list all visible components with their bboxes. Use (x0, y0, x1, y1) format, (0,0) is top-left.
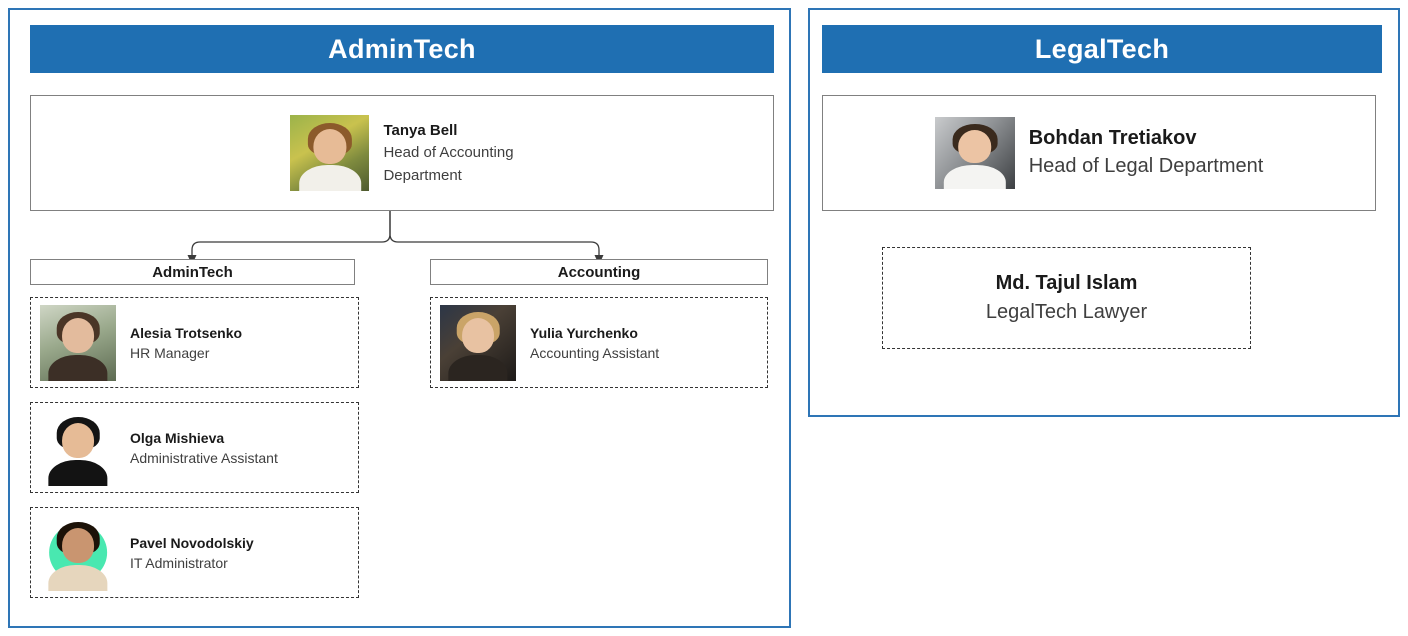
person-name: Pavel Novodolskiy (130, 534, 254, 551)
person-name: Md. Tajul Islam (995, 272, 1138, 294)
person-name: Yulia Yurchenko (530, 324, 638, 341)
person-title: Administrative Assistant (130, 449, 278, 466)
yulia-yurchenko-photo (440, 304, 516, 381)
person-title-line-1: Head of Accounting (383, 143, 514, 161)
person-info-tanya-bell: Tanya Bell Head of Accounting Department (383, 120, 513, 187)
panel-title-admintech: AdminTech (30, 25, 774, 73)
person-title: Accounting Assistant (530, 344, 660, 361)
person-card-pavel-novodolskiy[interactable]: Pavel Novodolskiy IT Administrator (30, 507, 359, 598)
person-card-tanya-bell[interactable]: Tanya Bell Head of Accounting Department (30, 95, 774, 211)
person-name: Alesia Trotsenko (130, 324, 243, 341)
department-header-admintech[interactable]: AdminTech (30, 259, 355, 285)
person-name: Tanya Bell (383, 121, 458, 139)
pavel-novodolskiy-photo (40, 514, 116, 591)
person-title: IT Administrator (130, 554, 228, 571)
person-info-pavel-novodolskiy: Pavel Novodolskiy IT Administrator (130, 533, 254, 573)
person-card-yulia-yurchenko[interactable]: Yulia Yurchenko Accounting Assistant (430, 297, 768, 388)
person-title: Head of Legal Department (1028, 155, 1264, 177)
person-name: Bohdan Tretiakov (1028, 127, 1197, 149)
person-info-alesia-trotsenko: Alesia Trotsenko HR Manager (130, 323, 242, 363)
olga-mishieva-photo (40, 409, 116, 486)
person-card-md-tajul-islam[interactable]: Md. Tajul Islam LegalTech Lawyer (882, 247, 1251, 349)
person-card-alesia-trotsenko[interactable]: Alesia Trotsenko HR Manager (30, 297, 359, 388)
bohdan-tretiakov-photo (934, 117, 1015, 189)
department-header-accounting[interactable]: Accounting (430, 259, 768, 285)
tanya-bell-photo (290, 115, 370, 191)
alesia-trotsenko-photo (40, 304, 116, 381)
person-name: Olga Mishieva (130, 429, 225, 446)
person-card-olga-mishieva[interactable]: Olga Mishieva Administrative Assistant (30, 402, 359, 493)
person-title-line-2: Department (383, 166, 462, 184)
panel-title-legaltech: LegalTech (822, 25, 1382, 73)
panel-admintech: AdminTech Tanya Bell Head of Accounting … (8, 8, 791, 628)
person-info-bohdan-tretiakov: Bohdan Tretiakov Head of Legal Departmen… (1029, 125, 1264, 181)
person-title: LegalTech Lawyer (985, 301, 1148, 323)
person-title: HR Manager (130, 344, 210, 361)
person-info-olga-mishieva: Olga Mishieva Administrative Assistant (130, 428, 278, 468)
panel-legaltech: LegalTech Bohdan Tretiakov Head of Legal… (808, 8, 1400, 417)
person-info-yulia-yurchenko: Yulia Yurchenko Accounting Assistant (530, 323, 659, 363)
person-card-bohdan-tretiakov[interactable]: Bohdan Tretiakov Head of Legal Departmen… (822, 95, 1376, 211)
